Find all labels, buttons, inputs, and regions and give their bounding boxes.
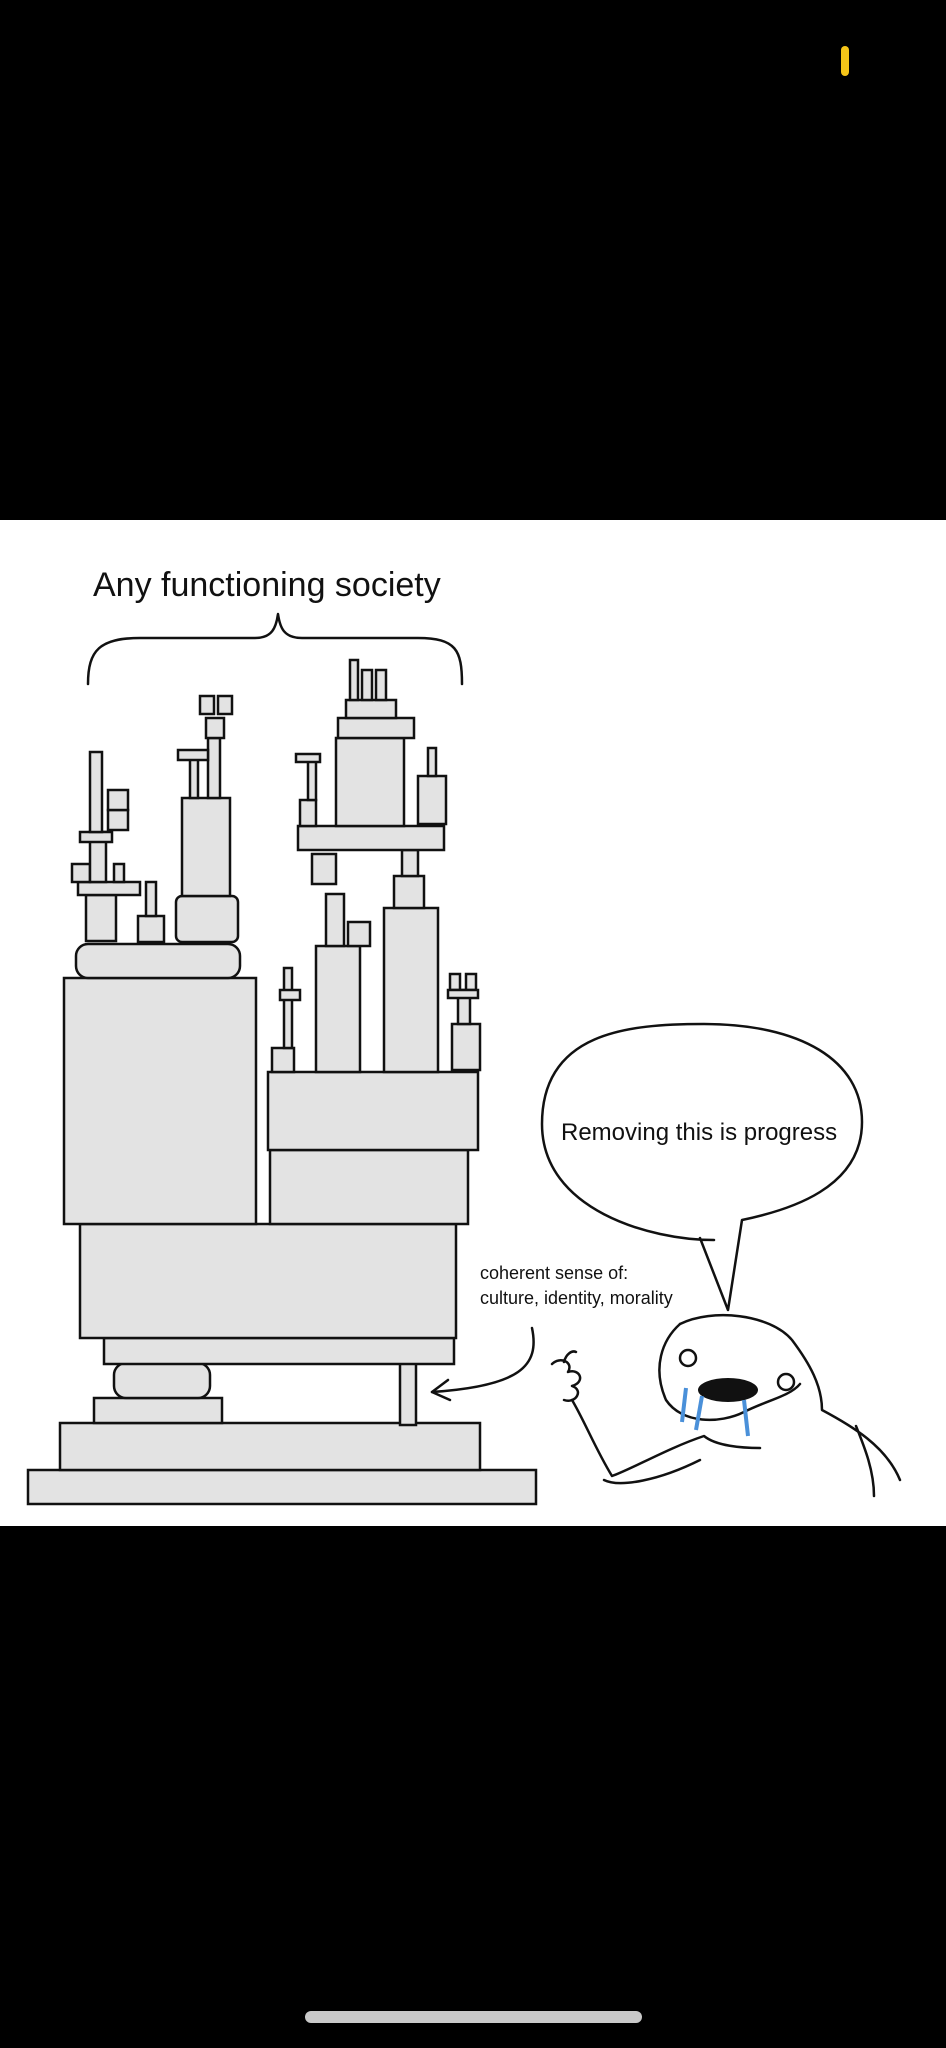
meme-image[interactable]: Any functioning society Removing this is… — [0, 520, 946, 1526]
speech-bubble-outline — [540, 1022, 864, 1312]
base-slab — [26, 1468, 538, 1506]
curly-brace — [86, 612, 464, 686]
removable-pillar — [398, 1361, 418, 1427]
crying-wojak-drawing — [550, 1314, 902, 1498]
battery-icon — [841, 46, 849, 76]
home-indicator[interactable] — [305, 2011, 642, 2023]
comic-drawing — [26, 612, 902, 1506]
arrow — [430, 1326, 535, 1394]
annotation-line-1: coherent sense of: — [480, 1263, 629, 1283]
status-bar — [0, 0, 946, 110]
comic-title: Any functioning society — [93, 566, 441, 604]
annotation-line-2: culture, identity, morality — [480, 1288, 673, 1308]
speech-bubble-text: Removing this is progress — [561, 1119, 838, 1146]
